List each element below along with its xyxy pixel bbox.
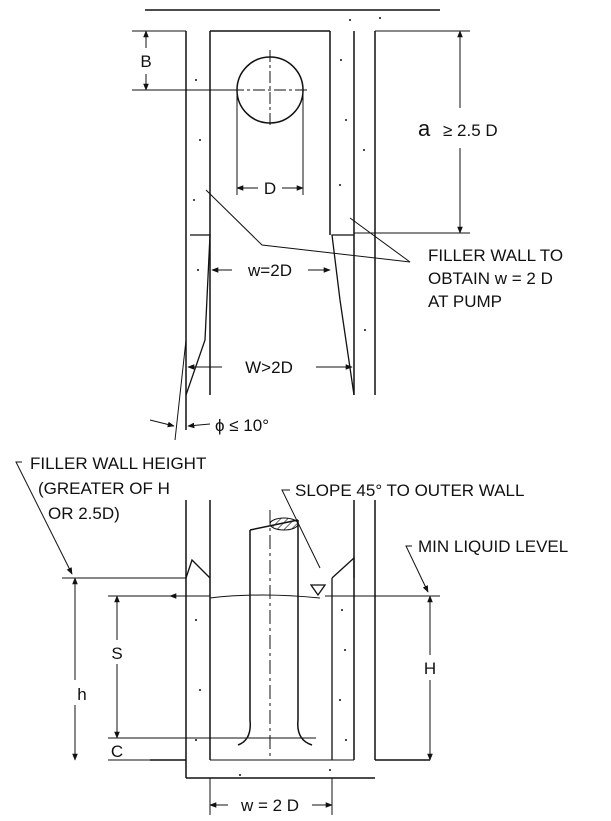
- filler-note-line-3: AT PUMP: [428, 292, 502, 311]
- dim-B-label: B: [140, 52, 151, 71]
- slope-note: SLOPE 45° TO OUTER WALL: [295, 481, 524, 500]
- filler-height-line-2: (GREATER OF H: [38, 479, 170, 498]
- filler-leader-left: [205, 189, 411, 263]
- dim-D-label: D: [264, 179, 276, 198]
- slope-leader: [281, 489, 321, 569]
- dim-W-label: W>2D: [245, 358, 293, 377]
- elevation-view: h S C H w = 2 D FILLER WALL HEIGHT (GREA…: [15, 454, 568, 815]
- pump-column-section: [269, 517, 299, 531]
- filler-height-leader: [15, 461, 73, 575]
- phi-arrow-left: [149, 419, 175, 428]
- liquid-level-symbol: [309, 584, 327, 597]
- phi-arrow-right: [187, 422, 211, 429]
- elev-filler-left-slope: [185, 558, 211, 579]
- dim-a-label: a: [418, 116, 431, 141]
- dim-C-label: C: [111, 742, 123, 761]
- filler-note-line-2: OBTAIN w = 2 D: [428, 269, 553, 288]
- dim-a-value: ≥ 2.5 D: [443, 121, 498, 140]
- plan-view: D B a ≥ 2.5 D w=2D W>2D ϕ ≤ 10° FILLER W…: [132, 9, 563, 441]
- plan-filler-wall-right: [331, 234, 355, 396]
- phi-angle-line: [174, 339, 187, 441]
- dim-S-label: S: [111, 644, 122, 663]
- filler-height-line-1: FILLER WALL HEIGHT: [30, 454, 206, 473]
- plan-filler-wall-left: [185, 234, 211, 396]
- plan-concrete-texture: [193, 17, 381, 331]
- elev-concrete-texture: [195, 609, 347, 776]
- dim-w-label: w=2D: [247, 261, 292, 280]
- pump-column-elev: [237, 520, 313, 746]
- elev-filler-right-slope: [331, 556, 355, 579]
- liquid-level-leader: [405, 545, 429, 593]
- liquid-surface: [209, 594, 321, 599]
- dim-wb-label: w = 2 D: [240, 796, 299, 815]
- phi-label: ϕ ≤ 10°: [215, 416, 269, 435]
- dim-h-label: h: [77, 685, 86, 704]
- filler-leader-right: [349, 217, 411, 263]
- dim-H-label: H: [424, 659, 436, 678]
- filler-note-line-1: FILLER WALL TO: [428, 246, 563, 265]
- liquid-level-note: MIN LIQUID LEVEL: [418, 537, 568, 556]
- filler-height-line-3: OR 2.5D): [48, 504, 120, 523]
